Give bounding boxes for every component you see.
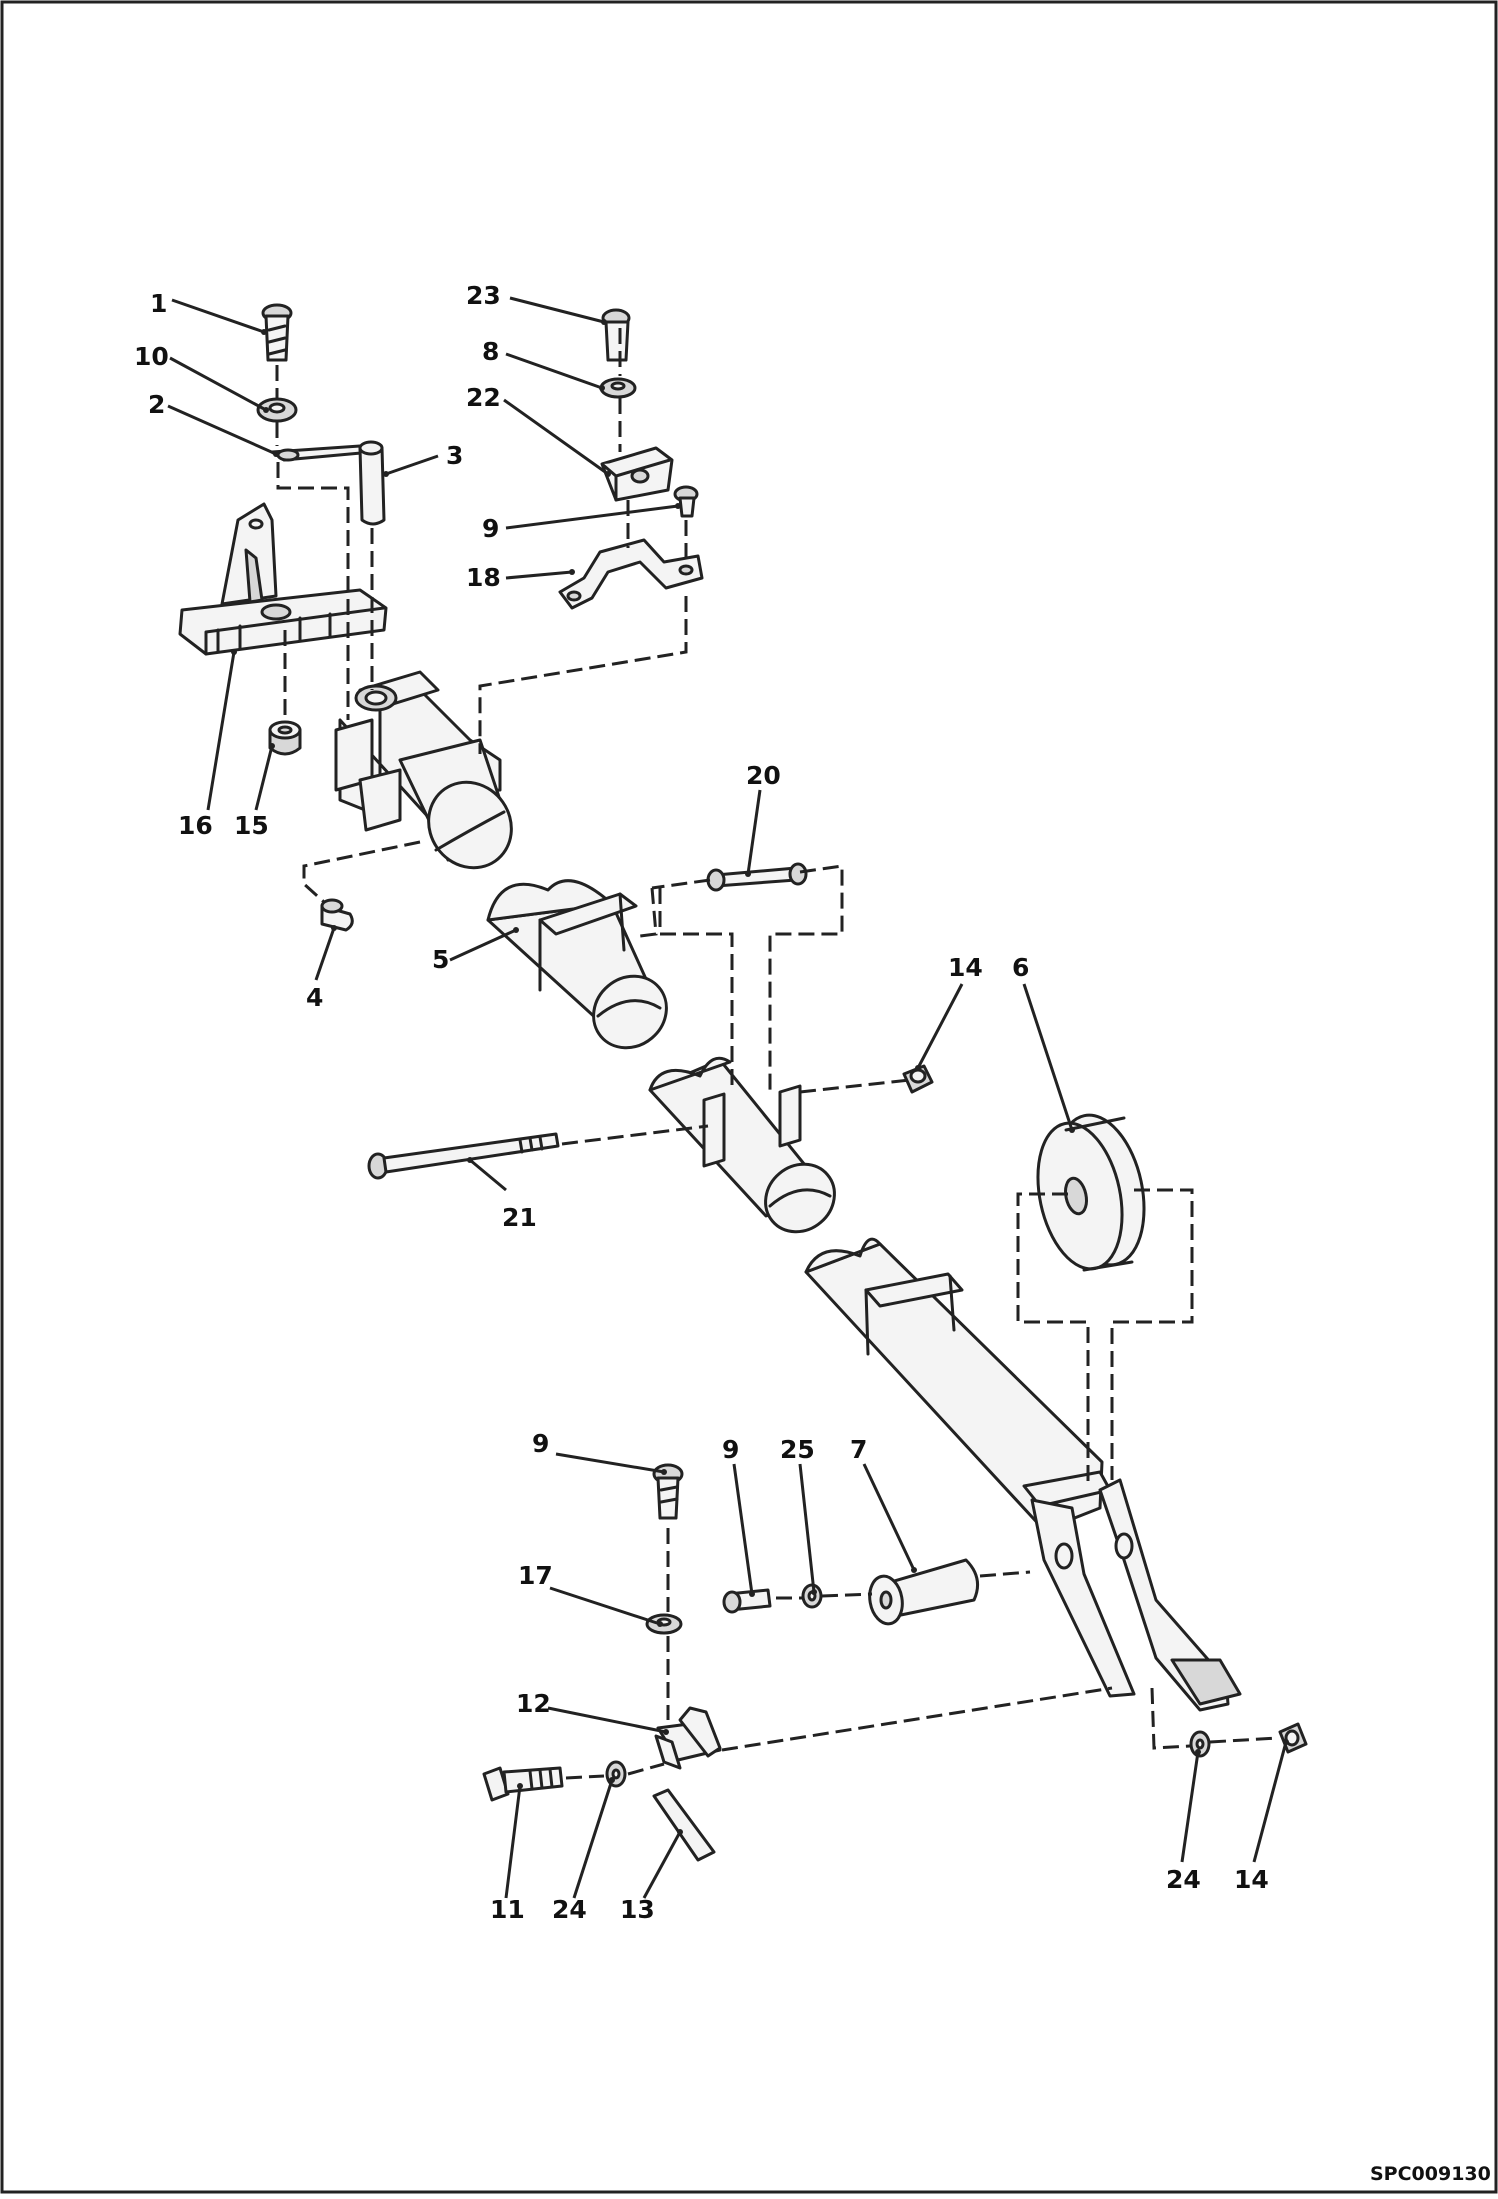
bolt-9-lower bbox=[652, 1463, 684, 1520]
pin-7 bbox=[868, 1558, 980, 1626]
pin-4 bbox=[320, 898, 354, 932]
callout-4: 4 bbox=[306, 983, 323, 1012]
washer-8 bbox=[599, 377, 637, 399]
washer-24-left bbox=[605, 1760, 627, 1788]
callout-9-lower: 9 bbox=[532, 1429, 549, 1458]
parts-layer bbox=[178, 303, 1308, 1862]
bracket-12 bbox=[654, 1706, 722, 1770]
bracket-16 bbox=[178, 502, 388, 656]
bolt-1 bbox=[261, 303, 293, 362]
callout-20: 20 bbox=[746, 761, 781, 790]
plate-13 bbox=[652, 1788, 716, 1862]
callout-12: 12 bbox=[516, 1689, 551, 1718]
tube-section-5 bbox=[486, 879, 668, 1050]
callout-21: 21 bbox=[502, 1203, 537, 1232]
callout-15: 15 bbox=[234, 811, 269, 840]
bushing-15 bbox=[268, 720, 302, 756]
assembly-lines bbox=[275, 328, 1279, 1780]
pulley-6 bbox=[1036, 1113, 1146, 1272]
nut-14-upper bbox=[902, 1064, 934, 1094]
callout-18: 18 bbox=[466, 563, 501, 592]
u-bracket-18 bbox=[558, 538, 704, 610]
callout-25: 25 bbox=[780, 1435, 815, 1464]
leader-lines bbox=[167, 296, 1289, 1899]
plate-2 bbox=[270, 444, 374, 462]
callout-13: 13 bbox=[620, 1895, 655, 1924]
bolt-9-side bbox=[722, 1588, 772, 1614]
callout-14-upper: 14 bbox=[948, 953, 983, 982]
callout-5: 5 bbox=[432, 945, 449, 974]
callout-11: 11 bbox=[490, 1895, 525, 1924]
callout-23: 23 bbox=[466, 281, 501, 310]
bolt-21 bbox=[367, 1132, 560, 1180]
drawing-code: SPC009130 bbox=[1370, 2163, 1491, 2185]
washer-24-right bbox=[1189, 1730, 1211, 1758]
callout-16: 16 bbox=[178, 811, 213, 840]
washer-17 bbox=[645, 1613, 683, 1635]
callout-24-right: 24 bbox=[1166, 1865, 1201, 1894]
callout-14-lower: 14 bbox=[1234, 1865, 1269, 1894]
callout-7: 7 bbox=[850, 1435, 867, 1464]
callout-8: 8 bbox=[482, 337, 499, 366]
tube-section-mid bbox=[648, 1056, 836, 1234]
callout-9-side: 9 bbox=[722, 1435, 739, 1464]
clamp-block-22 bbox=[600, 446, 674, 502]
bolt-23 bbox=[601, 308, 631, 362]
callout-17: 17 bbox=[518, 1561, 553, 1590]
callout-6: 6 bbox=[1012, 953, 1029, 982]
washer-25 bbox=[801, 1583, 823, 1609]
callout-24-left: 24 bbox=[552, 1895, 587, 1924]
callout-22: 22 bbox=[466, 383, 501, 412]
callout-labels: 1 10 2 3 16 15 4 5 23 8 22 9 18 20 14 6 … bbox=[134, 281, 1269, 1924]
pin-20 bbox=[706, 862, 808, 892]
washer-10 bbox=[256, 397, 298, 423]
main-arm bbox=[804, 1237, 1242, 1712]
callout-10: 10 bbox=[134, 342, 169, 371]
bolt-9-upper bbox=[673, 485, 699, 518]
callout-1: 1 bbox=[150, 289, 167, 318]
pivot-housing bbox=[334, 670, 513, 870]
bolt-11 bbox=[482, 1766, 564, 1802]
pin-3 bbox=[358, 440, 386, 526]
callout-3: 3 bbox=[446, 441, 463, 470]
callout-9-upper: 9 bbox=[482, 514, 499, 543]
callout-2: 2 bbox=[148, 390, 165, 419]
